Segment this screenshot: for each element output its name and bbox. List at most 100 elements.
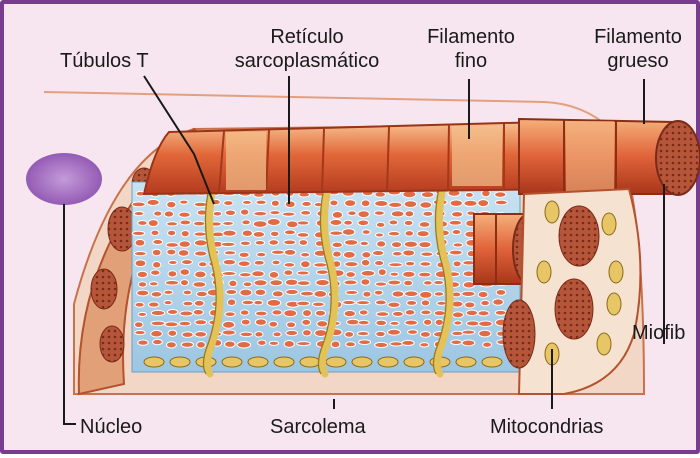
reticulum-cell — [403, 271, 416, 277]
reticulum-cell — [240, 209, 248, 215]
reticulum-cell — [137, 290, 149, 296]
reticulum-cell — [419, 242, 431, 248]
reticulum-cell — [137, 271, 147, 277]
mitochondrion — [597, 333, 611, 355]
reticulum-cell — [225, 312, 235, 317]
reticulum-cell — [449, 250, 462, 255]
reticulum-cell — [254, 300, 263, 305]
reticulum-cell — [135, 239, 145, 246]
reticulum-cell — [388, 232, 400, 236]
reticulum-cell — [375, 282, 387, 286]
reticulum-cell — [151, 310, 165, 315]
reticulum-cell — [402, 340, 414, 345]
reticulum-cell — [361, 200, 370, 207]
reticulum-cell — [271, 250, 284, 254]
reticulum-cell — [147, 199, 159, 205]
label-reticulo-line1: Retículo — [212, 26, 402, 48]
reticulum-cell — [451, 340, 462, 345]
reticulum-cell — [193, 282, 206, 288]
reticulum-cell — [255, 319, 266, 325]
reticulum-cell — [344, 310, 355, 316]
reticulum-cell — [256, 200, 266, 204]
reticulum-cell — [388, 280, 401, 285]
label-tubulos-t: Túbulos T — [60, 50, 149, 72]
reticulum-cell — [286, 330, 298, 335]
reticulum-cell — [420, 262, 431, 267]
reticulum-cell — [154, 211, 162, 216]
reticulum-cell — [331, 341, 340, 348]
reticulum-cell — [226, 289, 237, 294]
reticulum-cell — [332, 211, 342, 218]
reticulum-cell — [258, 340, 267, 345]
reticulum-cell — [420, 343, 429, 347]
reticulum-cell — [450, 200, 463, 206]
reticulum-cell — [361, 270, 375, 276]
reticulum-cell — [222, 330, 235, 335]
reticulum-cell — [462, 291, 475, 296]
reticulum-cell — [168, 230, 176, 235]
reticulum-cell — [358, 320, 369, 324]
reticulum-cell — [389, 263, 403, 267]
reticulum-cell — [164, 211, 173, 217]
reticulum-cell — [419, 222, 430, 228]
reticulum-cell — [242, 230, 252, 236]
reticulum-cell — [362, 252, 371, 258]
reticulum-cell — [165, 322, 178, 327]
reticulum-cell — [346, 290, 358, 294]
reticulum-cell — [255, 241, 264, 245]
reticulum-cell — [135, 302, 144, 307]
reticulum-cell — [420, 331, 430, 337]
reticulum-cell — [374, 290, 383, 295]
reticulum-cell — [194, 251, 207, 256]
reticulum-cell — [178, 250, 189, 257]
reticulum-cell — [376, 222, 385, 227]
reticulum-cell — [389, 220, 398, 225]
reticulum-cell — [284, 230, 295, 235]
reticulum-cell — [151, 270, 160, 275]
mitochondrion — [545, 201, 559, 223]
reticulum-cell — [437, 301, 447, 305]
reticulum-cell — [282, 212, 295, 216]
reticulum-cell — [181, 342, 193, 347]
mitochondrion — [170, 357, 190, 367]
reticulum-cell — [361, 259, 370, 266]
reticulum-cell — [134, 212, 144, 216]
reticulum-cell — [404, 241, 417, 247]
reticulum-cell — [198, 262, 207, 267]
reticulum-cell — [452, 211, 463, 217]
reticulum-cell — [267, 299, 281, 306]
reticulum-cell — [257, 252, 266, 256]
reticulum-cell — [180, 311, 193, 316]
reticulum-cell — [481, 300, 490, 305]
reticulum-cell — [134, 251, 146, 255]
reticulum-cell — [239, 273, 251, 277]
reticulum-cell — [301, 252, 310, 257]
reticulum-cell — [180, 280, 188, 286]
mitochondrion — [144, 357, 164, 367]
reticulum-cell — [193, 309, 203, 315]
reticulum-cell — [223, 230, 236, 236]
reticulum-cell — [312, 302, 324, 306]
mitochondrion — [482, 357, 502, 367]
reticulum-cell — [240, 332, 253, 336]
reticulum-cell — [179, 241, 190, 247]
reticulum-cell — [284, 240, 296, 245]
reticulum-cell — [453, 261, 461, 267]
reticulum-cell — [358, 211, 370, 218]
reticulum-cell — [404, 220, 413, 225]
reticulum-cell — [285, 279, 298, 285]
reticulum-cell — [375, 192, 386, 197]
reticulum-cell — [222, 272, 236, 276]
reticulum-cell — [375, 300, 386, 305]
reticulum-cell — [194, 240, 207, 246]
reticulum-cell — [284, 341, 294, 348]
reticulum-cell — [239, 252, 249, 257]
reticulum-cell — [330, 200, 338, 206]
reticulum-cell — [183, 301, 193, 306]
reticulum-cell — [493, 299, 504, 305]
reticulum-cell — [299, 240, 308, 246]
mitochondrion — [274, 357, 294, 367]
reticulum-cell — [330, 219, 342, 225]
reticulum-cell — [435, 319, 443, 325]
reticulum-cell — [153, 339, 163, 344]
